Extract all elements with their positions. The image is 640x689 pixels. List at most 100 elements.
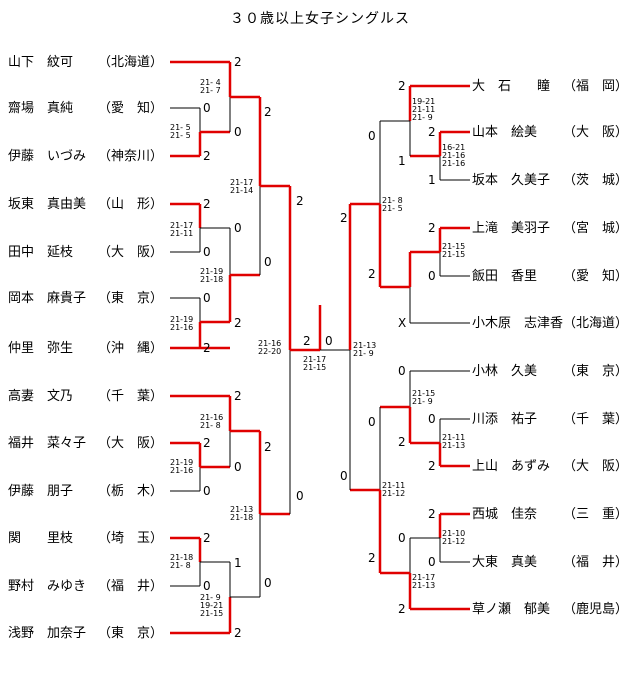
set-score: 21-11 xyxy=(382,481,405,490)
set-score: 21-15 xyxy=(412,389,435,398)
set-score: 19-21 xyxy=(200,601,223,610)
result-number: 2 xyxy=(428,507,436,521)
result-number: 2 xyxy=(340,211,348,225)
set-score: 21-13 xyxy=(353,341,376,350)
set-score: 21- 9 xyxy=(412,397,433,406)
page-title: ３０歳以上女子シングルス xyxy=(230,11,410,27)
result-number: 1 xyxy=(398,154,406,168)
player-name: 仲里 弥生 xyxy=(8,340,73,356)
player-prefecture: （愛 知） xyxy=(98,100,163,116)
player-prefecture: （神奈川） xyxy=(98,149,163,164)
set-score: 21-16 xyxy=(170,323,193,332)
set-score: 21-16 xyxy=(200,413,223,422)
set-score: 21-13 xyxy=(442,441,465,450)
result-number: 0 xyxy=(325,334,333,348)
set-score: 21-17 xyxy=(412,573,435,582)
result-number: 2 xyxy=(296,194,304,208)
set-score: 21-18 xyxy=(170,553,193,562)
set-score: 21-18 xyxy=(200,275,223,284)
set-score: 21-17 xyxy=(230,178,253,187)
player-name: 飯田 香里 xyxy=(472,269,537,284)
player-prefecture: （三 重） xyxy=(563,506,628,522)
player-name: 坂本 久美子 xyxy=(472,173,550,188)
set-score: 21-19 xyxy=(200,267,223,276)
set-score: 21-16 xyxy=(442,159,465,168)
result-number: 0 xyxy=(203,579,211,593)
set-score: 21-15 xyxy=(200,609,223,618)
result-number: 2 xyxy=(203,531,211,545)
player-name: 高妻 文乃 xyxy=(8,388,73,404)
result-number: 2 xyxy=(203,341,211,355)
player-prefecture: （山 形） xyxy=(98,197,163,212)
result-number: 2 xyxy=(264,105,272,119)
set-score: 21- 5 xyxy=(382,204,403,213)
result-number: 0 xyxy=(296,489,304,503)
result-number: X xyxy=(398,316,406,330)
result-number: 0 xyxy=(203,484,211,498)
result-number: 1 xyxy=(234,556,242,570)
result-number: 2 xyxy=(428,125,436,139)
result-number: 2 xyxy=(398,435,406,449)
player-name: 上滝 美羽子 xyxy=(472,221,550,236)
result-number: 0 xyxy=(398,531,406,545)
set-score: 21-15 xyxy=(442,242,465,251)
player-prefecture: （大 阪） xyxy=(98,245,163,260)
set-score: 21- 9 xyxy=(412,113,433,122)
result-number: 0 xyxy=(203,101,211,115)
set-score: 21-13 xyxy=(412,581,435,590)
set-score: 21-12 xyxy=(382,489,405,498)
player-name: 山下 紋可 xyxy=(8,55,73,70)
player-name: 上山 あずみ xyxy=(472,459,550,474)
player-name: 大 石 瞳 xyxy=(472,79,550,94)
result-number: 2 xyxy=(264,440,272,454)
result-number: 0 xyxy=(234,125,242,139)
result-number: 2 xyxy=(303,334,311,348)
player-prefecture: （茨 城） xyxy=(563,173,628,188)
set-score: 22-20 xyxy=(258,347,281,356)
result-number: 2 xyxy=(234,626,242,640)
result-number: 0 xyxy=(203,245,211,259)
set-score: 21- 8 xyxy=(382,196,403,205)
player-prefecture: （沖 縄） xyxy=(98,341,163,356)
set-score: 21-11 xyxy=(170,229,193,238)
set-score: 21-17 xyxy=(303,355,326,364)
result-number: 0 xyxy=(368,129,376,143)
result-number: 2 xyxy=(398,79,406,93)
set-score: 21-11 xyxy=(442,433,465,442)
result-number: 0 xyxy=(428,555,436,569)
player-name: 西城 佳奈 xyxy=(472,507,537,522)
set-score: 21-16 xyxy=(170,466,193,475)
player-prefecture: （千 葉） xyxy=(563,412,628,427)
result-number: 2 xyxy=(203,197,211,211)
result-number: 0 xyxy=(340,469,348,483)
player-prefecture: （宮 城） xyxy=(563,220,628,236)
player-name: 草ノ瀬 郁美 xyxy=(472,602,550,617)
bracket-labels: 山下 紋可（北海道）齋場 真純（愛 知）伊藤 いづみ（神奈川）坂東 真由美（山 … xyxy=(8,55,628,641)
set-score: 21-15 xyxy=(442,250,465,259)
set-score: 21-13 xyxy=(230,505,253,514)
set-score: 21-19 xyxy=(170,458,193,467)
result-number: 2 xyxy=(234,55,242,69)
set-score: 21- 9 xyxy=(200,593,221,602)
player-prefecture: （大 阪） xyxy=(563,459,628,474)
player-prefecture: （東 京） xyxy=(563,363,628,379)
set-score: 21-14 xyxy=(230,186,253,195)
player-name: 坂東 真由美 xyxy=(8,196,86,212)
player-name: 田中 延枝 xyxy=(8,245,73,260)
player-prefecture: （福 井） xyxy=(98,579,163,594)
player-name: 福井 菜々子 xyxy=(8,436,86,451)
player-prefecture: （東 京） xyxy=(98,290,163,306)
player-name: 小木原 志津香 xyxy=(472,316,563,331)
result-number: 0 xyxy=(234,460,242,474)
player-prefecture: （埼 玉） xyxy=(98,531,163,546)
result-number: 0 xyxy=(398,364,406,378)
result-number: 2 xyxy=(368,267,376,281)
player-prefecture: （千 葉） xyxy=(98,389,163,404)
set-score: 21-15 xyxy=(303,363,326,372)
set-score: 21- 9 xyxy=(353,349,374,358)
player-name: 関 里枝 xyxy=(8,531,73,546)
set-score: 21-10 xyxy=(442,529,465,538)
player-prefecture: （東 京） xyxy=(98,625,163,641)
player-prefecture: （福 岡） xyxy=(563,79,628,94)
